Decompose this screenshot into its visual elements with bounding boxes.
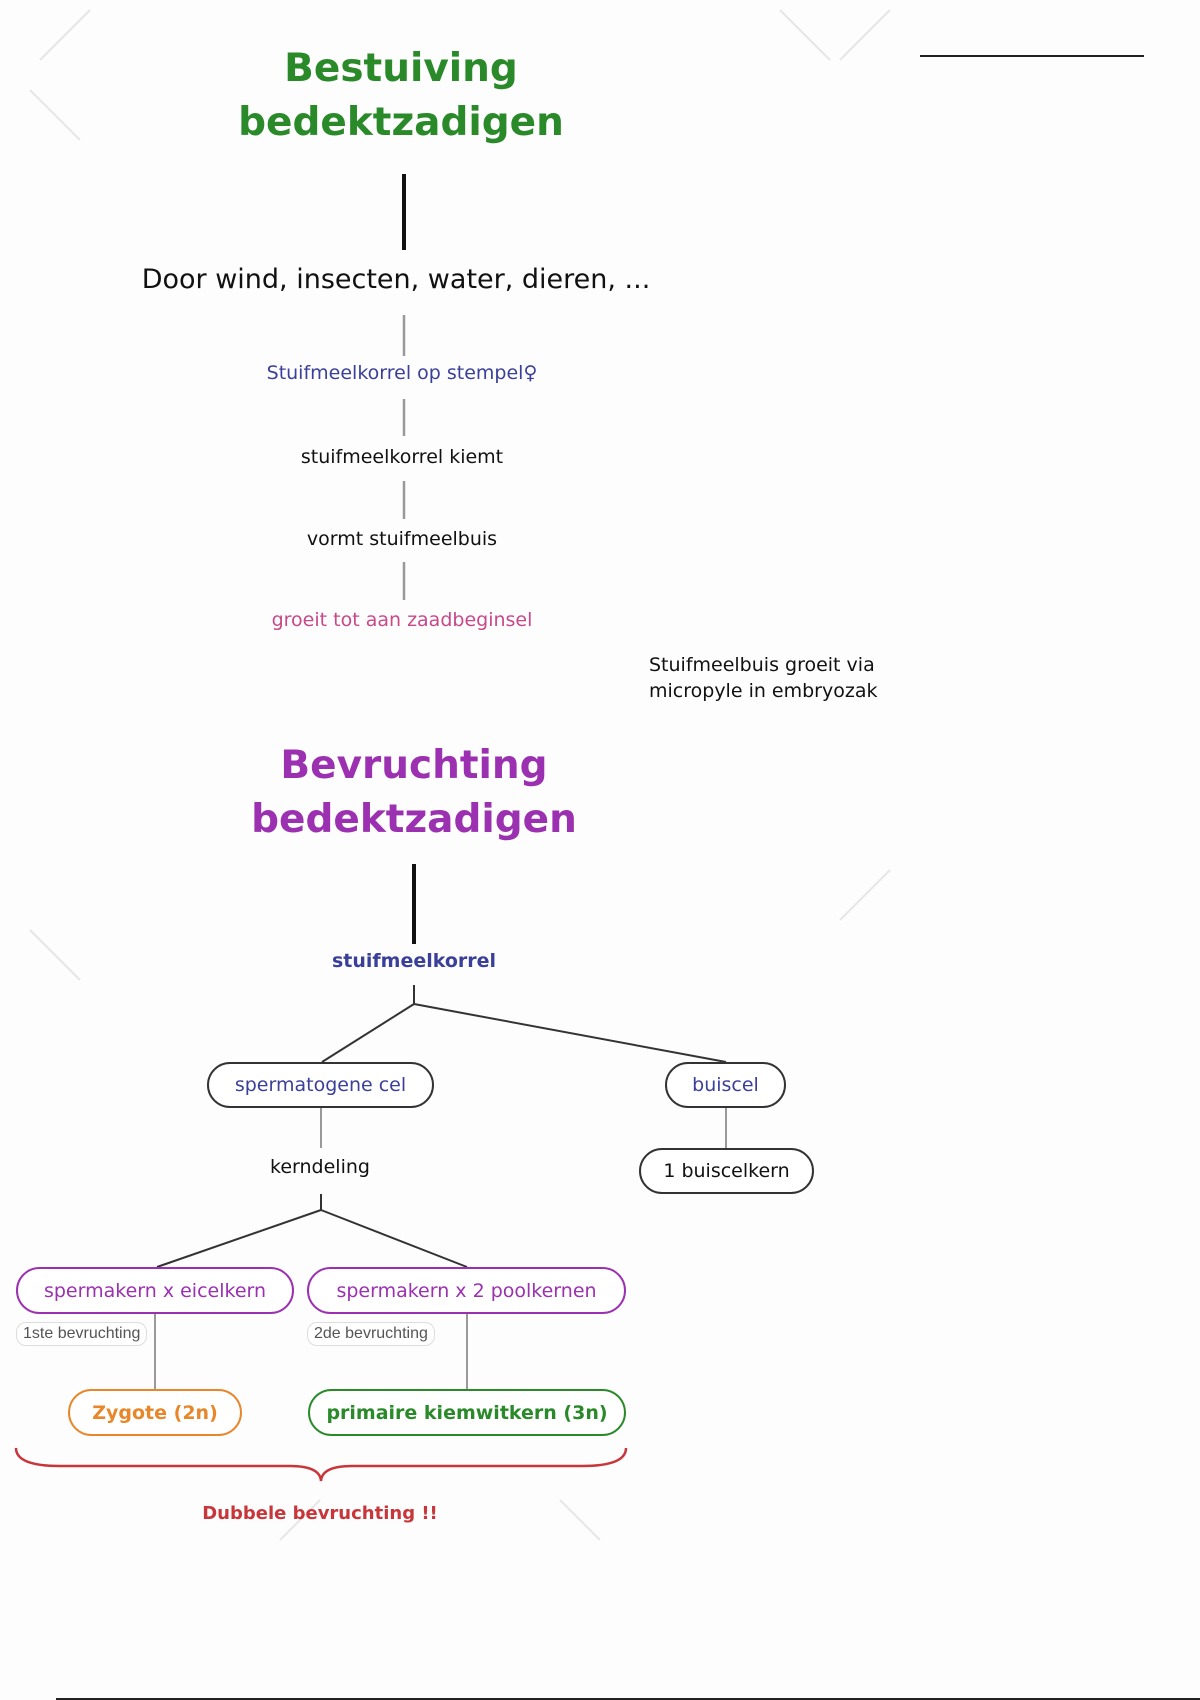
step-pollen-on-stigma: Stuifmeelkorrel op stempel♀ <box>266 362 538 384</box>
double-fertilization-label: Dubbele bevruchting !! <box>202 1503 438 1524</box>
title-line: bedektzadigen <box>238 100 564 145</box>
side-note: Stuifmeelbuis groeit via micropyle in em… <box>649 652 877 704</box>
side-note-line: Stuifmeelbuis groeit via <box>649 654 875 676</box>
side-note-line: micropyle in embryozak <box>649 680 878 702</box>
tube-cell-node: buiscel <box>665 1062 786 1108</box>
sperm-polar-node: spermakern x 2 poolkernen <box>307 1267 626 1314</box>
step-grows-to-ovule: groeit tot aan zaadbeginsel <box>271 609 533 631</box>
watermark-lines <box>29 9 891 1541</box>
tube-nucleus-node: 1 buiscelkern <box>639 1148 814 1194</box>
spermatogenic-cell-node: spermatogene cel <box>207 1062 434 1108</box>
title-line: bedektzadigen <box>251 797 577 842</box>
fertilization-title: Bevruchting bedektzadigen <box>251 739 577 847</box>
endosperm-node: primaire kiemwitkern (3n) <box>308 1389 626 1436</box>
pollination-title: Bestuiving bedektzadigen <box>238 42 564 150</box>
pollination-agents: Door wind, insecten, water, dieren, ... <box>141 264 651 295</box>
sperm-egg-node: spermakern x eicelkern <box>16 1267 294 1314</box>
first-fertilization-label: 1ste bevruchting <box>16 1322 148 1346</box>
root-pollen-grain: stuifmeelkorrel <box>331 950 497 972</box>
step-forms-tube: vormt stuifmeelbuis <box>306 528 498 550</box>
title-line: Bestuiving <box>284 46 518 91</box>
title-line: Bevruchting <box>280 743 548 788</box>
step-germinates: stuifmeelkorrel kiemt <box>300 446 504 468</box>
second-fertilization-label: 2de bevruchting <box>307 1322 435 1346</box>
zygote-node: Zygote (2n) <box>68 1389 242 1436</box>
nuclear-division: kerndeling <box>270 1156 370 1178</box>
curly-brace <box>14 1447 628 1482</box>
